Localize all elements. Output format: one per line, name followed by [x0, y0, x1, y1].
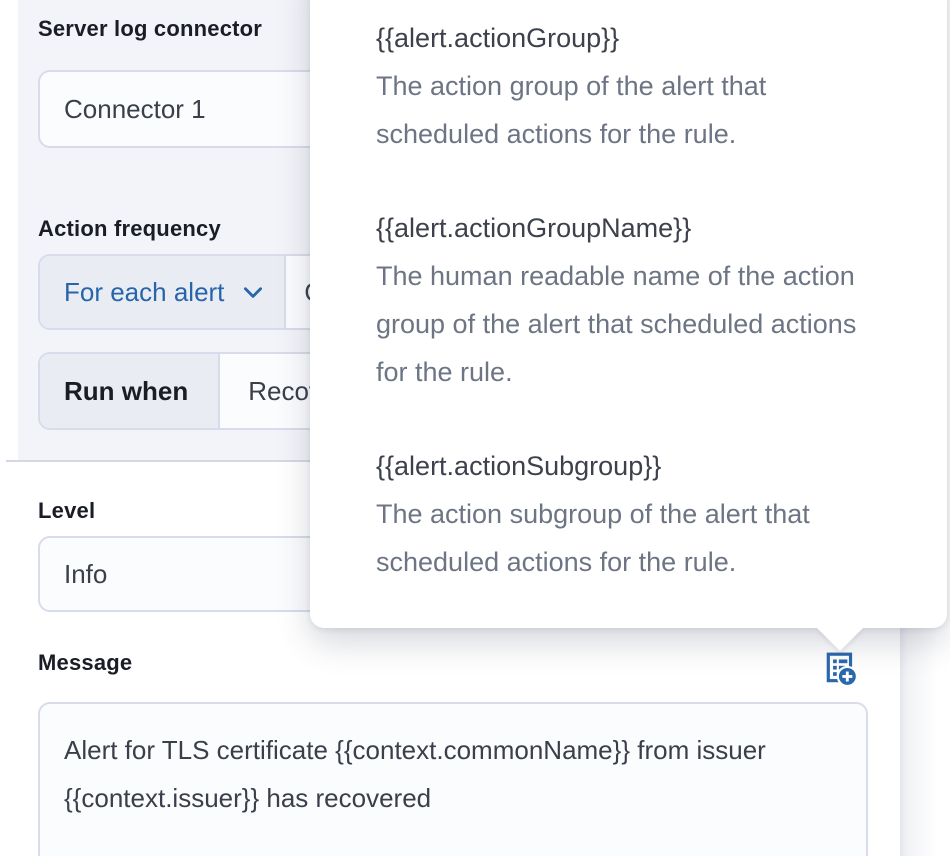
chevron-down-icon [244, 287, 263, 298]
variable-option[interactable]: {{alert.actionSubgroup}} The action subg… [376, 442, 891, 586]
variable-option[interactable]: {{alert.actionGroupName}} The human read… [376, 204, 891, 396]
variable-list: {{alert.actionGroup}} The action group o… [310, 0, 947, 628]
add-alert-variable-icon [826, 652, 858, 687]
add-alert-variable-button[interactable] [822, 650, 860, 688]
level-select-value: Info [64, 558, 108, 589]
variable-name: {{alert.actionSubgroup}} [376, 451, 662, 481]
variable-description: The action subgroup of the alert that sc… [376, 499, 810, 577]
level-label: Level [38, 498, 96, 523]
variable-name: {{alert.actionGroupName}} [376, 213, 692, 243]
action-panel-title: Server log connector [38, 16, 263, 41]
frequency-dropdown-label: For each alert [64, 276, 225, 307]
message-field-wrapper: Alert for TLS certificate {{context.comm… [38, 702, 868, 856]
run-when-prepend: Run when [40, 354, 221, 428]
connector-select-value: Connector 1 [64, 93, 206, 124]
variable-description: The action group of the alert that sched… [376, 71, 767, 149]
variable-option[interactable]: {{alert.actionGroup}} The action group o… [376, 14, 891, 158]
variable-name: {{alert.actionGroup}} [376, 23, 620, 53]
popover-arrow [817, 628, 863, 651]
frequency-dropdown-button[interactable]: For each alert [40, 256, 287, 328]
message-label: Message [38, 650, 133, 675]
run-when-label: Run when [64, 375, 189, 406]
flyout-right-edge [900, 628, 950, 856]
message-textarea[interactable]: Alert for TLS certificate {{context.comm… [40, 704, 866, 856]
alert-variables-popover: {{alert.actionGroup}} The action group o… [310, 0, 947, 651]
action-frequency-label: Action frequency [38, 216, 221, 241]
variable-description: The human readable name of the action gr… [376, 261, 857, 387]
